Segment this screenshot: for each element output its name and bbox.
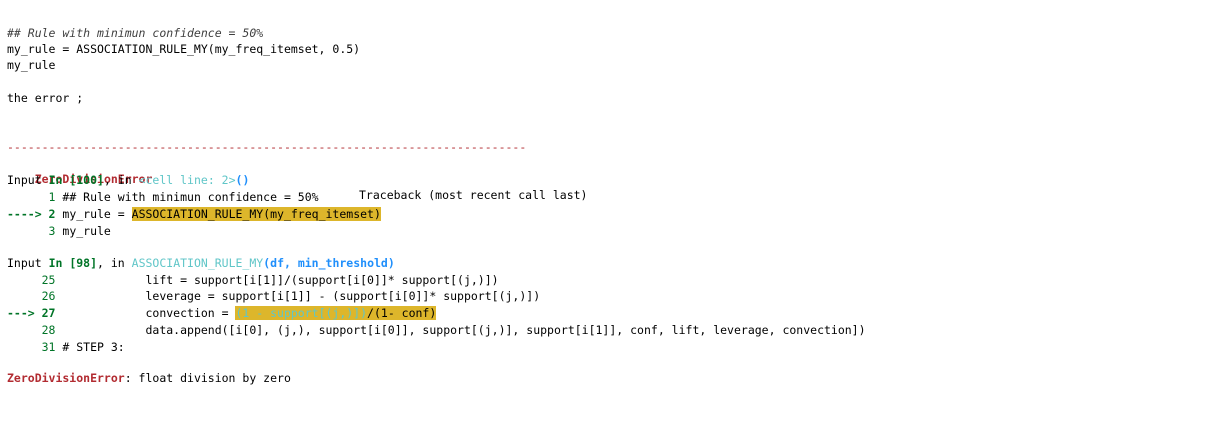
code-line: 25 lift = support[i[1]]/(support[i[0]]* … — [7, 272, 499, 288]
highlighted-expression: ASSOCIATION_RULE_MY(my_freq_itemset) — [131, 207, 381, 221]
input-label: Input — [7, 173, 42, 187]
line-gutter-arrow: ----> 2 — [7, 207, 56, 221]
code-line-current: ----> 2 my_rule = ASSOCIATION_RULE_MY(my… — [7, 206, 381, 222]
line-gutter-arrow: ---> 27 — [7, 306, 56, 320]
frame-args: (df, min_threshold) — [263, 256, 395, 270]
line-gutter: 31 — [7, 340, 56, 354]
final-error: ZeroDivisionError: float division by zer… — [7, 370, 291, 386]
traceback-separator: ----------------------------------------… — [7, 140, 527, 154]
traceback-header: ZeroDivisionError Traceback (most recent… — [7, 155, 637, 219]
line-code: my_rule — [55, 224, 111, 238]
frame-location: <cell line: 2> — [138, 173, 236, 187]
line-code: convection = — [55, 306, 236, 320]
question-text: the error ; — [7, 91, 84, 105]
in-label: In [100] — [48, 173, 104, 187]
error-name: ZeroDivisionError — [7, 371, 125, 385]
question-comment-line: ## Rule with minimun confidence = 50% — [7, 26, 264, 40]
code-line: 28 data.append([i[0], (j,), support[i[0]… — [7, 322, 866, 338]
highlighted-expression: /(1- conf) — [367, 306, 437, 320]
code-line: 26 leverage = support[i[1]] - (support[i… — [7, 288, 541, 304]
code-line: 1 ## Rule with minimun confidence = 50% — [7, 189, 319, 205]
comma-in: , in — [103, 173, 139, 187]
line-gutter: 1 — [7, 190, 56, 204]
question-code-line: my_rule — [7, 58, 56, 72]
line-gutter: 28 — [7, 323, 56, 337]
line-code: leverage = support[i[1]] - (support[i[0]… — [55, 289, 541, 303]
line-gutter: 26 — [7, 289, 56, 303]
line-code: ## Rule with minimun confidence = 50% — [55, 190, 319, 204]
error-name: ZeroDivisionError — [34, 172, 153, 186]
frame1-header: Input In [100], in <cell line: 2>() — [7, 172, 249, 188]
highlighted-expression: (1 - support[(j,)]) — [235, 306, 368, 320]
code-line-current: ---> 27 convection = (1 - support[(j,)])… — [7, 305, 437, 321]
frame-parens: () — [235, 173, 250, 187]
question-code-line: my_rule = ASSOCIATION_RULE_MY(my_freq_it… — [7, 42, 361, 56]
line-code: my_rule = — [55, 207, 132, 221]
code-line: 31 # STEP 3: — [7, 339, 125, 355]
frame-function: ASSOCIATION_RULE_MY — [131, 256, 264, 270]
comma-in: , in — [97, 256, 132, 270]
line-gutter: 25 — [7, 273, 56, 287]
frame2-header: Input In [98], in ASSOCIATION_RULE_MY(df… — [7, 255, 395, 271]
line-gutter: 3 — [7, 224, 56, 238]
in-label: In [98] — [48, 256, 98, 270]
code-line: 3 my_rule — [7, 223, 111, 239]
line-code: data.append([i[0], (j,), support[i[0]], … — [55, 323, 866, 337]
line-code: lift = support[i[1]]/(support[i[0]]* sup… — [55, 273, 499, 287]
line-code: # STEP 3: — [55, 340, 125, 354]
traceback-header-right: Traceback (most recent call last) — [359, 188, 588, 202]
input-label: Input — [7, 256, 42, 270]
error-message: : float division by zero — [124, 371, 291, 385]
